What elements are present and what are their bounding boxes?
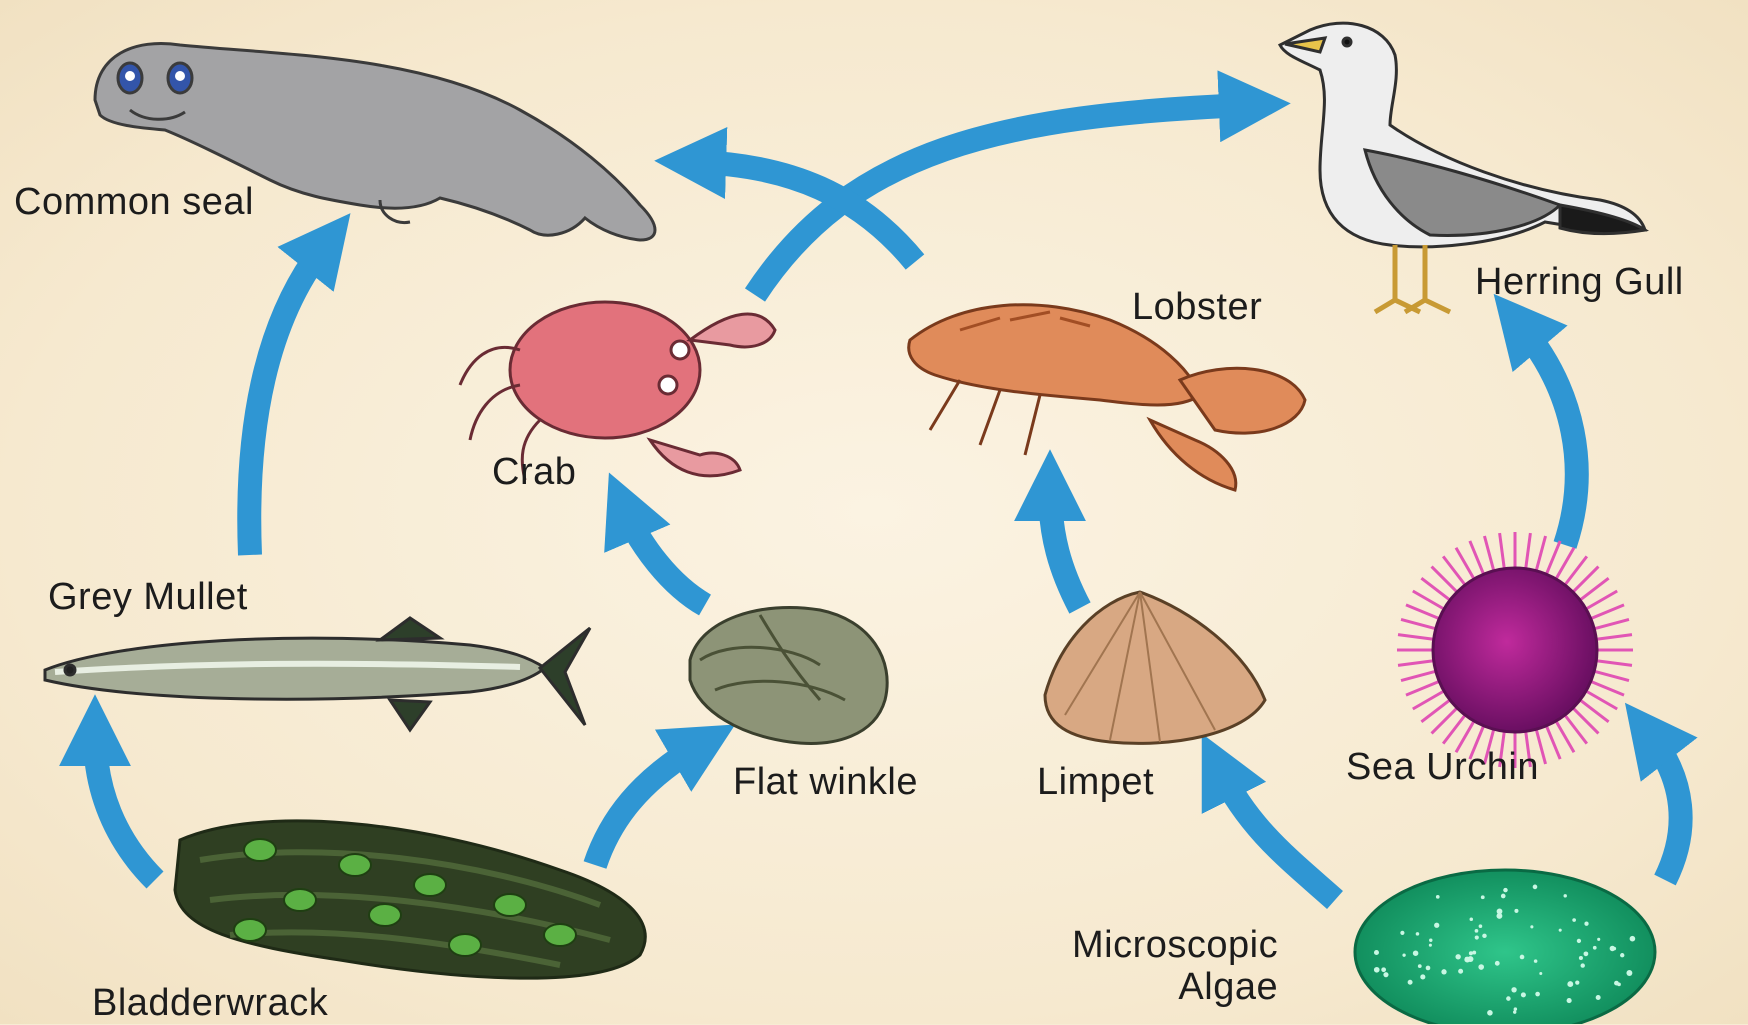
arrow-flat-winkle-to-crab: [625, 510, 705, 605]
label-grey-mullet: Grey Mullet: [48, 577, 248, 619]
label-herring-gull: Herring Gull: [1475, 262, 1684, 304]
label-bladderwrack: Bladderwrack: [92, 983, 328, 1025]
label-microscopic-algae: Microscopic Algae: [1072, 925, 1278, 1009]
bladderwrack-illustration: [175, 821, 645, 978]
limpet-illustration: [1045, 592, 1265, 743]
arrow-limpet-to-lobster: [1050, 490, 1080, 608]
arrow-bladderwrack-to-flat-winkle: [595, 745, 700, 865]
microscopic-algae-illustration: [1355, 870, 1655, 1024]
label-lobster: Lobster: [1132, 287, 1262, 329]
arrow-algae-to-sea-urchin: [1650, 735, 1681, 880]
arrow-bladderwrack-to-grey-mullet: [95, 735, 155, 880]
arrow-sea-urchin-to-herring-gull: [1520, 325, 1577, 545]
arrow-grey-mullet-to-common-seal: [249, 245, 325, 555]
arrow-algae-to-limpet: [1220, 770, 1335, 900]
lobster-illustration: [909, 305, 1305, 490]
label-crab: Crab: [492, 452, 576, 494]
label-flat-winkle: Flat winkle: [733, 762, 918, 804]
label-sea-urchin: Sea Urchin: [1346, 747, 1539, 789]
label-common-seal: Common seal: [14, 182, 254, 224]
label-limpet: Limpet: [1037, 762, 1154, 804]
flat-winkle-illustration: [690, 607, 887, 743]
grey-mullet-illustration: [45, 618, 590, 730]
sea-urchin-illustration: [1397, 532, 1633, 768]
